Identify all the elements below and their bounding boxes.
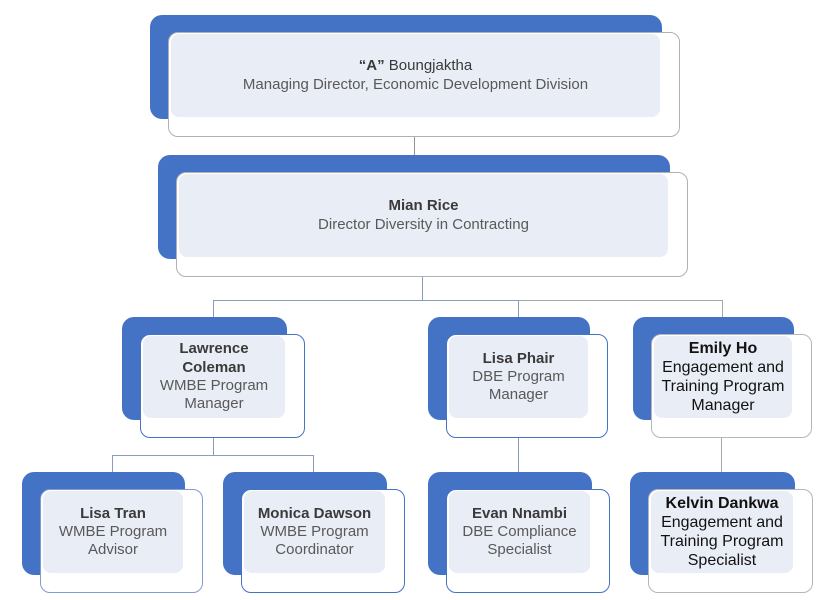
org-node-lisa-tran: Lisa Tran WMBE Program Advisor (22, 472, 203, 593)
connector-line (414, 136, 415, 157)
connector-line (213, 438, 214, 455)
connector-line (213, 300, 214, 318)
person-title: Engagement and Training Program Manager (661, 358, 785, 415)
connector-line (518, 300, 519, 318)
person-title: Managing Director, Economic Development … (242, 75, 589, 93)
person-name: Lawrence Coleman (179, 340, 249, 376)
node-panel: Lisa Phair DBE Program Manager (449, 336, 588, 418)
connector-line (519, 300, 722, 301)
person-title: WMBE Program Coordinator (260, 522, 369, 559)
person-name: Mian Rice (388, 197, 459, 215)
node-panel: Kelvin Dankwa Engagement and Training Pr… (651, 491, 793, 573)
org-node-kelvin-dankwa: Kelvin Dankwa Engagement and Training Pr… (630, 472, 813, 593)
person-name: “A” Boungjaktha (358, 57, 473, 75)
connector-line (313, 455, 314, 473)
person-title: DBE Compliance Specialist (462, 522, 577, 559)
person-name: Emily Ho (688, 339, 758, 357)
connector-line (112, 455, 113, 473)
connector-line (518, 438, 519, 473)
person-title: Engagement and Training Program Speciali… (660, 513, 784, 570)
person-name: Lisa Tran (80, 504, 146, 522)
org-node-mian-rice: Mian Rice Director Diversity in Contract… (158, 155, 688, 277)
person-title: WMBE Program Manager (159, 377, 269, 413)
org-node-emily-ho: Emily Ho Engagement and Training Program… (633, 317, 812, 438)
node-panel: Lisa Tran WMBE Program Advisor (43, 491, 183, 573)
node-panel: Emily Ho Engagement and Training Program… (654, 336, 792, 418)
org-node-lisa-phair: Lisa Phair DBE Program Manager (428, 317, 608, 438)
connector-line (112, 455, 314, 456)
connector-line (422, 277, 423, 300)
person-name: Lisa Phair (482, 349, 555, 367)
connector-line (722, 300, 723, 318)
node-panel: Evan Nnambi DBE Compliance Specialist (449, 491, 590, 573)
org-node-lawrence-coleman: Lawrence Coleman WMBE Program Manager (122, 317, 305, 438)
person-name: Evan Nnambi (471, 504, 568, 522)
person-title: DBE Program Manager (472, 367, 565, 404)
node-panel: “A” Boungjaktha Managing Director, Econo… (171, 34, 660, 117)
person-name: Monica Dawson (257, 504, 372, 522)
connector-line (721, 438, 722, 473)
org-node-monica-dawson: Monica Dawson WMBE Program Coordinator (223, 472, 405, 593)
person-title: WMBE Program Advisor (58, 522, 168, 559)
org-node-boungjaktha: “A” Boungjaktha Managing Director, Econo… (150, 15, 680, 137)
person-name: Kelvin Dankwa (665, 494, 779, 512)
person-title: Director Diversity in Contracting (318, 215, 529, 233)
node-panel: Lawrence Coleman WMBE Program Manager (143, 336, 285, 418)
node-panel: Monica Dawson WMBE Program Coordinator (244, 491, 385, 573)
org-node-evan-nnambi: Evan Nnambi DBE Compliance Specialist (428, 472, 610, 593)
connector-line (213, 300, 519, 301)
node-panel: Mian Rice Director Diversity in Contract… (179, 174, 668, 257)
